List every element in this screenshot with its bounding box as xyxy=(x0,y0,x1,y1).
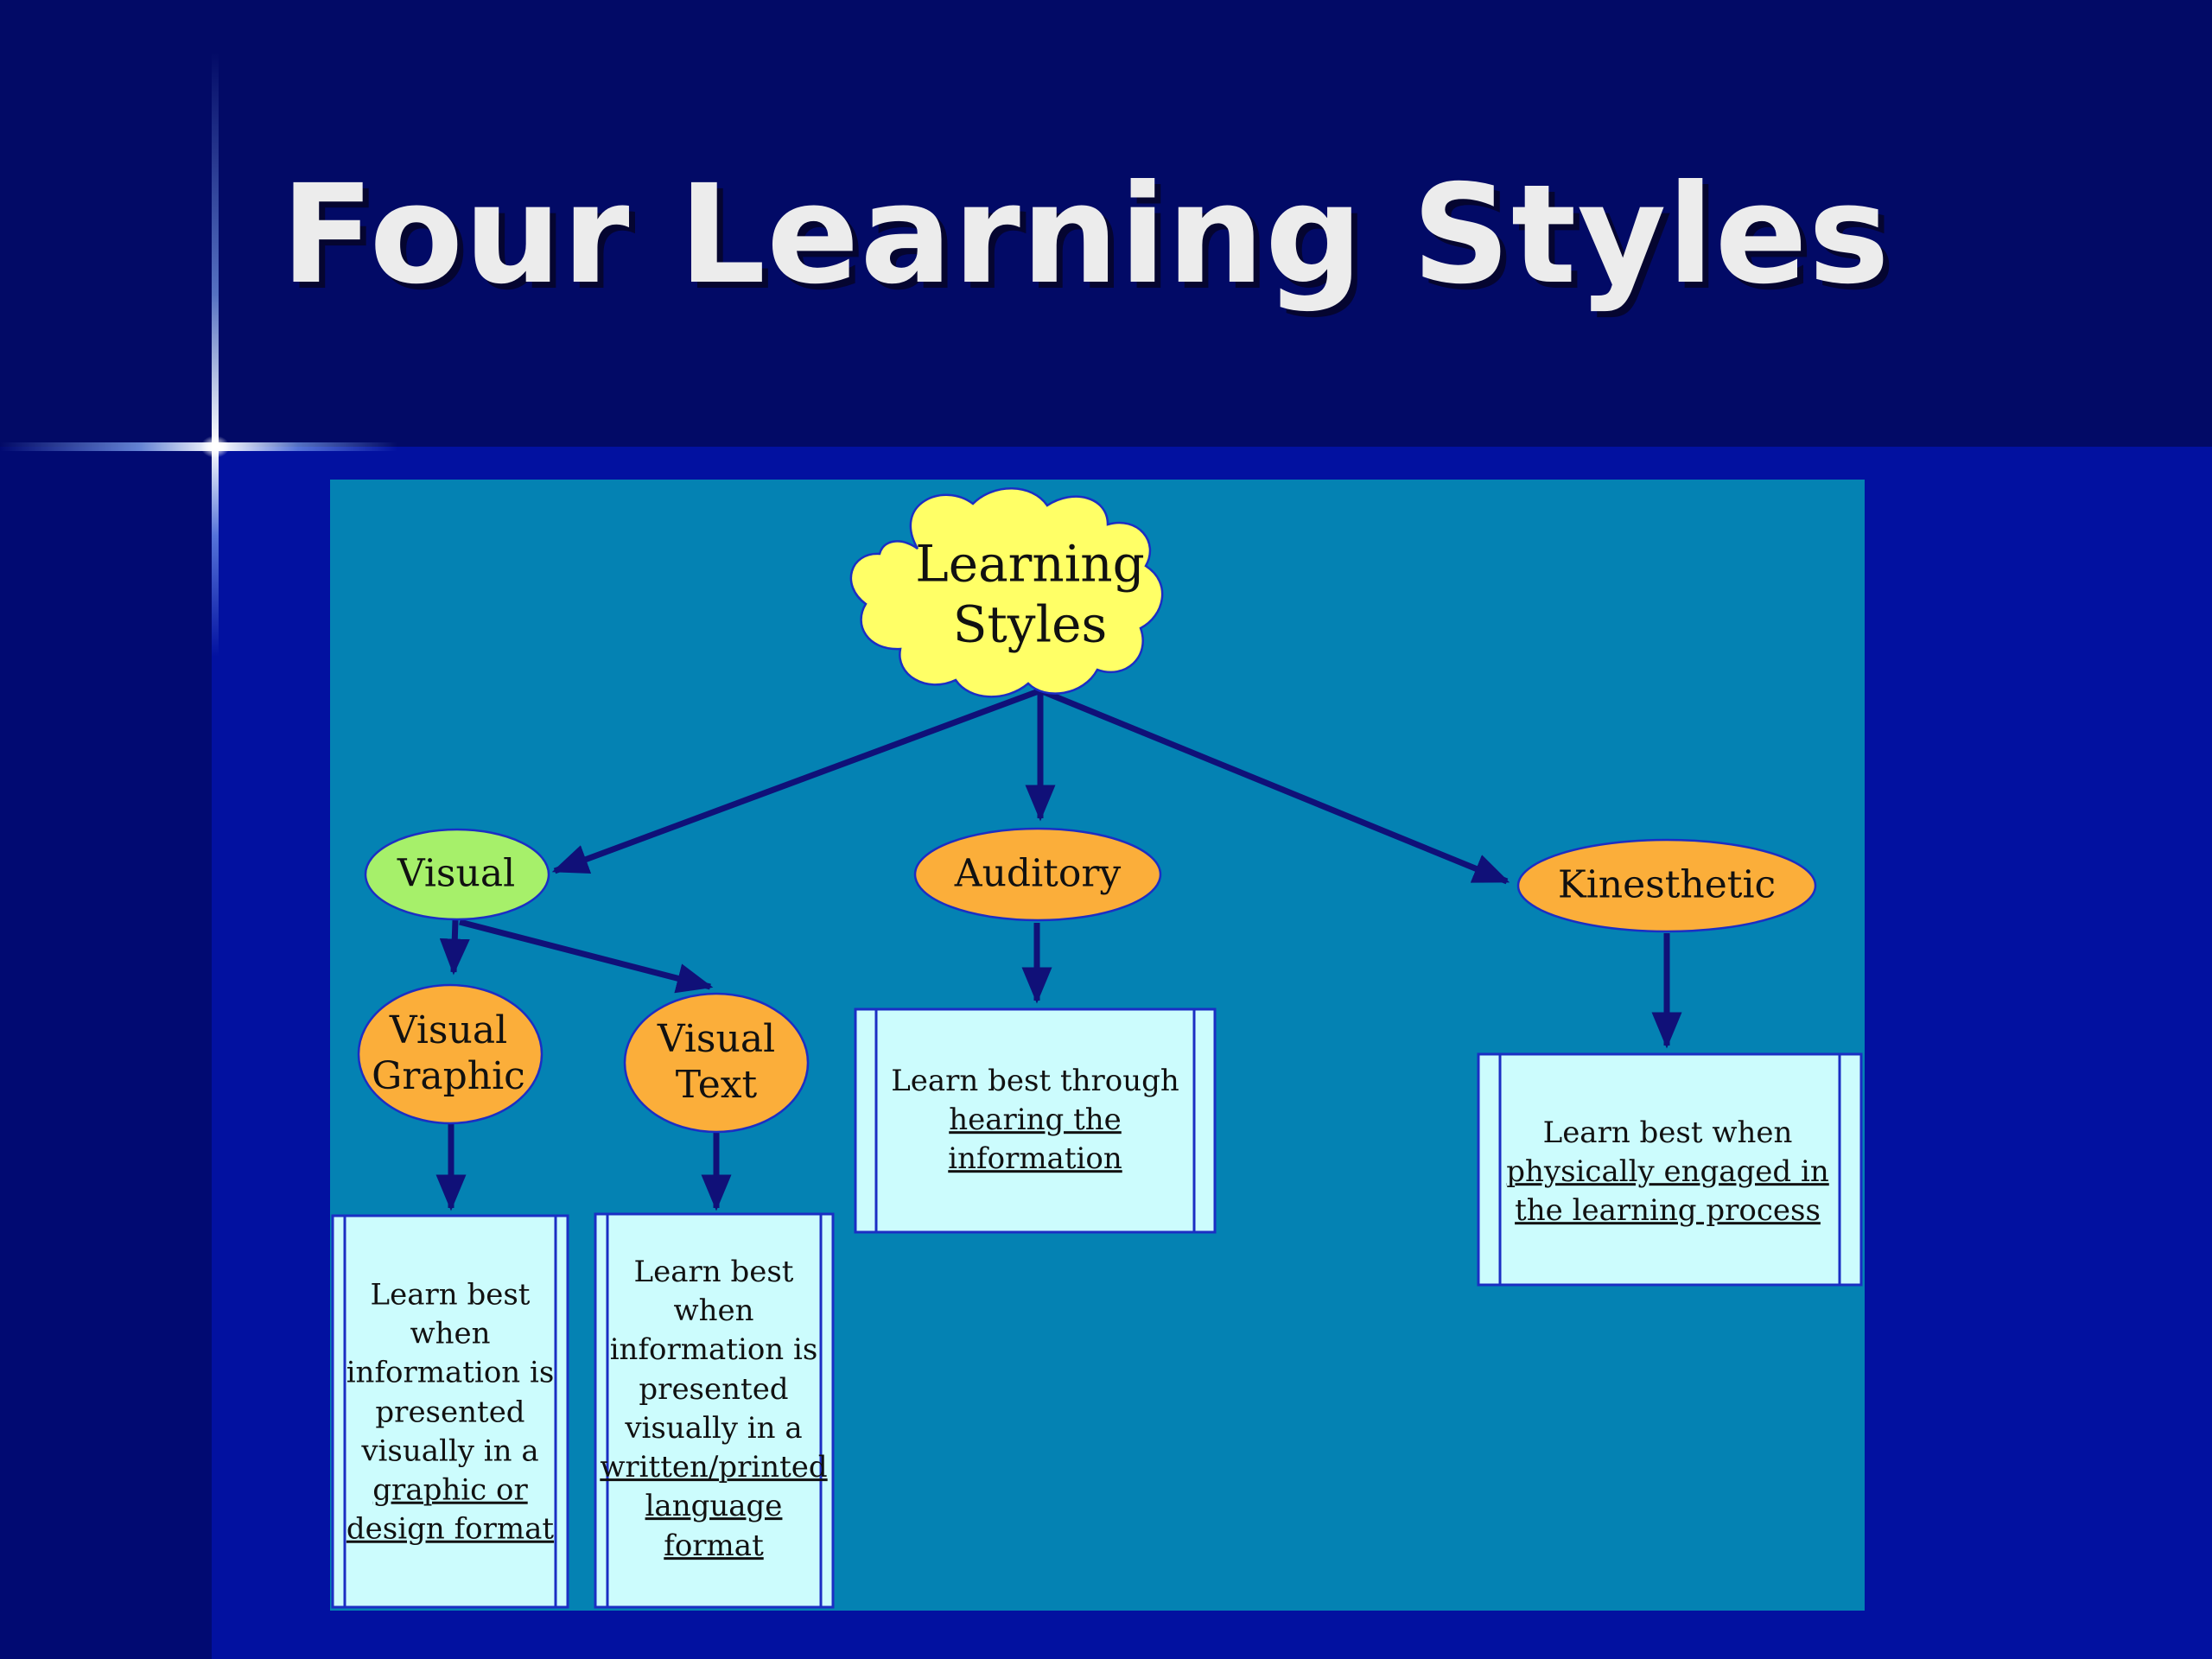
description-line: presented xyxy=(639,1371,789,1407)
visual-graphic-description: Learn best when information is presented… xyxy=(346,1276,555,1550)
description-line: Learn best through xyxy=(891,1064,1179,1099)
description-line: Learn best when xyxy=(1542,1116,1793,1151)
kinesthetic-box xyxy=(1477,1052,1863,1287)
auditory-box xyxy=(854,1007,1217,1234)
sparkle-decoration-core xyxy=(200,435,230,458)
visual-text-line-1: Visual xyxy=(657,1017,776,1062)
visual-text-box xyxy=(594,1212,835,1609)
description-line: visually in a xyxy=(625,1411,803,1446)
visual-graphic-box xyxy=(331,1214,569,1609)
visual-text-node-label: Visual Text xyxy=(658,1017,775,1109)
description-line-underlined: written/printed xyxy=(600,1450,828,1485)
learning-styles-cloud-label: Learning Styles xyxy=(915,534,1145,654)
description-line: presented xyxy=(375,1395,525,1430)
description-line: when xyxy=(673,1294,754,1329)
slide-header-band xyxy=(0,0,2212,447)
diagram-canvas xyxy=(331,487,1863,1609)
auditory-node-label: Auditory xyxy=(954,851,1122,896)
arrow-visual-to-visual-text xyxy=(459,918,714,994)
description-line: information is xyxy=(346,1356,555,1391)
diagram-panel: Learning Styles Visual Auditory Kinesthe… xyxy=(330,480,1865,1611)
arrow-root-to-kinesthetic xyxy=(1040,688,1510,885)
description-line: visually in a xyxy=(361,1433,539,1469)
kinesthetic-description: Learn best when physically engaged in th… xyxy=(1506,1114,1829,1231)
description-line: Learn best xyxy=(633,1255,794,1290)
visual-graphic-node xyxy=(357,983,543,1125)
visual-graphic-node-label: Visual Graphic xyxy=(372,1008,525,1100)
description-line-underlined: graphic or xyxy=(372,1472,528,1508)
auditory-description: Learn best through hearing the informati… xyxy=(891,1062,1179,1179)
kinesthetic-node-label: Kinesthetic xyxy=(1557,862,1777,907)
description-line: when xyxy=(410,1316,491,1351)
visual-text-line-2: Text xyxy=(675,1063,758,1107)
visual-node xyxy=(364,828,550,921)
arrow-root-to-visual xyxy=(551,688,1040,874)
description-line-underlined: language xyxy=(645,1489,783,1524)
auditory-node xyxy=(913,827,1162,922)
description-line-underlined: the learning process xyxy=(1515,1193,1821,1229)
description-line-underlined: information xyxy=(948,1141,1122,1177)
sparkle-decoration-vertical xyxy=(212,52,219,657)
visual-graphic-line-2: Graphic xyxy=(372,1054,525,1098)
description-line: information is xyxy=(609,1332,818,1368)
cloud-label-line-2: Styles xyxy=(952,594,1108,653)
slide-title: Four Learning Styles xyxy=(281,156,1891,315)
visual-text-description: Learn best when information is presented… xyxy=(600,1253,827,1566)
visual-graphic-line-1: Visual xyxy=(389,1008,508,1053)
description-line-underlined: format xyxy=(664,1528,764,1563)
visual-node-label: Visual xyxy=(397,851,516,896)
learning-styles-cloud xyxy=(849,487,1164,698)
arrow-visual-to-visual-graphic xyxy=(439,919,470,976)
description-line-underlined: design format xyxy=(346,1512,555,1548)
slide-left-band xyxy=(0,447,212,1659)
sparkle-decoration-horizontal xyxy=(0,442,397,451)
description-line: Learn best xyxy=(370,1277,531,1313)
visual-text-node xyxy=(623,992,810,1134)
kinesthetic-node xyxy=(1516,838,1817,933)
cloud-label-line-1: Learning xyxy=(915,534,1145,594)
description-line-underlined: physically engaged in xyxy=(1506,1154,1829,1190)
description-line-underlined: hearing the xyxy=(949,1103,1122,1138)
